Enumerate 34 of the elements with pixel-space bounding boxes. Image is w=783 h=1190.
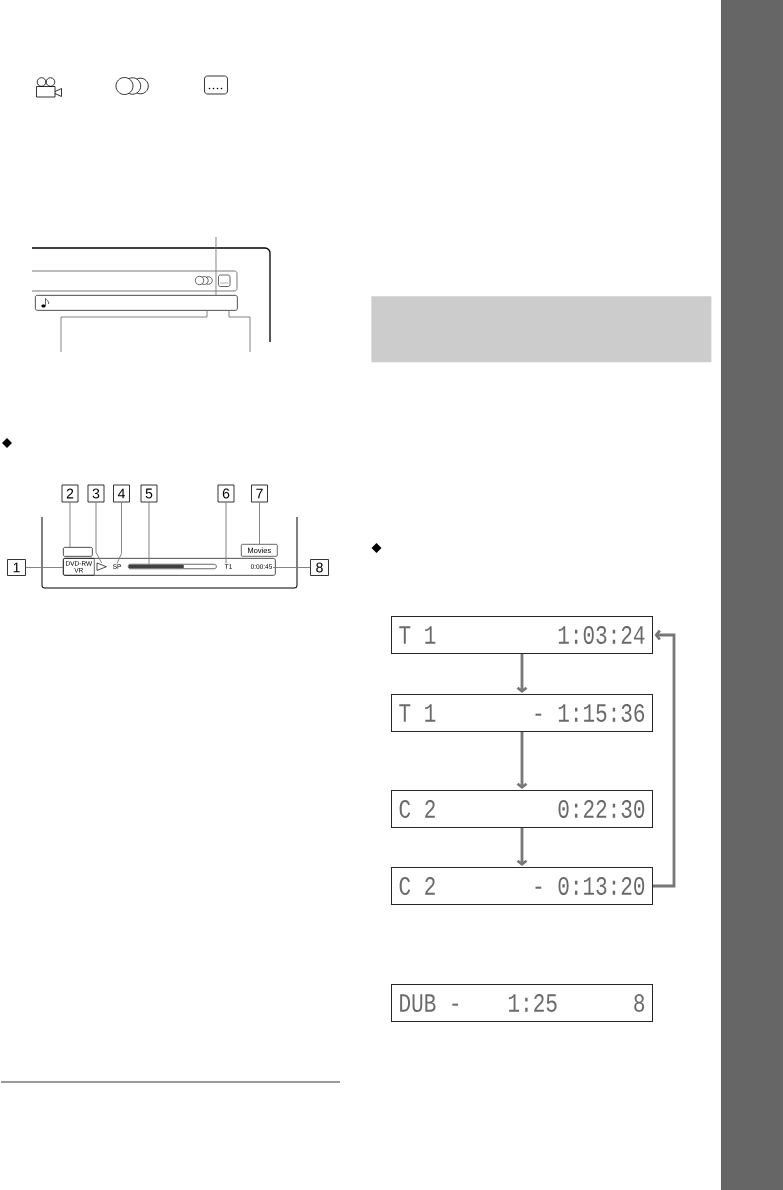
callout-number: 3 [87,484,105,503]
leader-line [228,310,251,353]
callout-number: 6 [217,484,235,503]
status-bar [63,558,276,576]
display-panel: C 2 - 0:13:20 [391,867,653,905]
arrow [516,654,528,693]
leader-line [148,501,150,565]
loop-arrow [653,629,676,888]
leader-line [215,236,217,296]
callout-number: 2 [61,484,79,503]
leader-line [225,501,227,565]
leader-line [95,501,103,564]
leader-line [69,501,71,548]
callout-number: 7 [251,484,268,503]
display-panel: T 1 1:03:24 [391,616,653,654]
callout-number: 1 [7,559,26,576]
display-panel: DUB - 1:25 8 [391,984,653,1022]
leader-line [272,567,311,568]
progress-bar [128,563,217,570]
shaded-band [371,296,712,363]
leader-line [116,501,122,564]
play-icon [96,562,107,571]
arrow [516,828,528,866]
leader-line [25,567,64,568]
display-panel: T 1 - 1:15:36 [391,694,653,732]
blank-label-box [63,547,93,557]
leader-line [259,501,260,545]
display-panel: C 2 0:22:30 [391,790,653,828]
callout-number: 8 [310,559,329,576]
callout-number: 5 [140,484,158,503]
callout-number: 4 [113,484,130,503]
arrow [516,732,528,789]
audio-info-bar [35,295,238,311]
leader-line [60,310,208,353]
